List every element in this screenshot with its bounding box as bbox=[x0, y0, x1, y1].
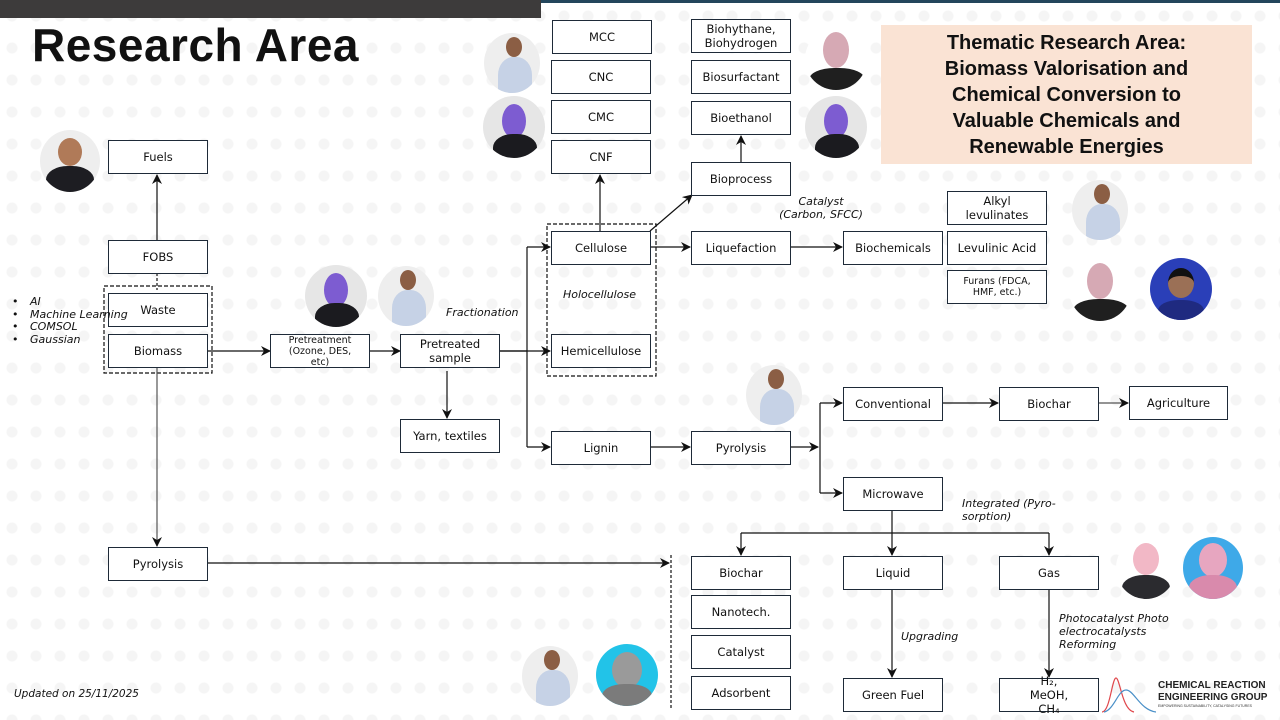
node-h2-meoh-ch4: H₂, MeOH, CH₄ bbox=[999, 674, 1099, 716]
node-adsorbent: Adsorbent bbox=[691, 676, 791, 710]
node-catalyst: Catalyst bbox=[691, 635, 791, 669]
node-alkyl-levulinates: Alkyl levulinates bbox=[947, 191, 1047, 225]
label-photo-text: Photocatalyst Photo electrocatalysts Ref… bbox=[1059, 612, 1169, 651]
node-biochar-top: Biochar bbox=[999, 387, 1099, 421]
logo-name: CHEMICAL REACTION ENGINEERING GROUP bbox=[1158, 680, 1268, 703]
node-green-fuel: Green Fuel bbox=[843, 678, 943, 712]
node-pretreated-sample: Pretreated sample bbox=[400, 334, 500, 368]
node-biosurfactant: Biosurfactant bbox=[691, 60, 791, 94]
node-fobs: FOBS bbox=[108, 240, 208, 274]
label-fractionation: Fractionation bbox=[446, 306, 519, 319]
label-integrated-text: Integrated (Pyro-sorption) bbox=[962, 497, 1056, 523]
label-holocellulose: Holocellulose bbox=[563, 288, 636, 301]
node-liquid: Liquid bbox=[843, 556, 943, 590]
researcher-avatar bbox=[596, 644, 658, 706]
researcher-avatar bbox=[40, 130, 100, 192]
node-pyrolysis-left: Pyrolysis bbox=[108, 547, 208, 581]
header-accent-bar bbox=[541, 0, 1280, 3]
tool-item: Gaussian bbox=[12, 333, 128, 347]
researcher-avatar bbox=[1150, 258, 1212, 320]
researcher-avatar bbox=[378, 266, 434, 326]
bell-curve-icon bbox=[1101, 677, 1156, 713]
node-bioethanol: Bioethanol bbox=[691, 101, 791, 135]
node-yarn: Yarn, textiles bbox=[400, 419, 500, 453]
node-pretreatment: Pretreatment (Ozone, DES, etc) bbox=[270, 334, 370, 368]
node-cmc: CMC bbox=[551, 100, 651, 134]
node-conventional: Conventional bbox=[843, 387, 943, 421]
node-microwave: Microwave bbox=[843, 477, 943, 511]
researcher-avatar bbox=[522, 646, 578, 706]
node-lignin: Lignin bbox=[551, 431, 651, 465]
researcher-avatar bbox=[305, 265, 367, 327]
node-gas: Gas bbox=[999, 556, 1099, 590]
node-liquefaction: Liquefaction bbox=[691, 231, 791, 265]
node-agriculture: Agriculture bbox=[1129, 386, 1228, 420]
page-title: Research Area bbox=[32, 19, 359, 71]
arrow-cellulose-bioprocess bbox=[649, 194, 693, 232]
label-upgrading: Upgrading bbox=[901, 630, 959, 643]
tool-item: COMSOL bbox=[12, 320, 128, 334]
researcher-avatar bbox=[1072, 180, 1128, 240]
logo-tagline: EMPOWERING SUSTAINABILITY, CATALYSING FU… bbox=[1158, 704, 1252, 708]
thematic-area-box: Thematic Research Area: Biomass Valorisa… bbox=[881, 25, 1252, 164]
researcher-avatar bbox=[805, 28, 867, 90]
node-mcc: MCC bbox=[552, 20, 652, 54]
label-catalyst: Catalyst (Carbon, SFCC) bbox=[776, 195, 866, 221]
tool-item: AI bbox=[12, 295, 128, 309]
node-nanotech: Nanotech. bbox=[691, 595, 791, 629]
waste-biomass-group bbox=[103, 285, 213, 374]
node-cellulose: Cellulose bbox=[551, 231, 651, 265]
updated-date: Updated on 25/11/2025 bbox=[14, 688, 139, 700]
researcher-avatar bbox=[1183, 537, 1243, 599]
node-pyrolysis-mid: Pyrolysis bbox=[691, 431, 791, 465]
node-furans: Furans (FDCA, HMF, etc.) bbox=[947, 270, 1047, 304]
researcher-avatar bbox=[805, 96, 867, 158]
holocellulose-group bbox=[546, 223, 657, 377]
node-biochar-bottom: Biochar bbox=[691, 556, 791, 590]
researcher-avatar bbox=[483, 96, 545, 158]
label-catalyst-text: Catalyst (Carbon, SFCC) bbox=[779, 195, 863, 221]
researcher-avatar bbox=[1069, 259, 1131, 321]
header-bar bbox=[0, 0, 541, 18]
node-hemicellulose: Hemicellulose bbox=[551, 334, 651, 368]
node-fuels: Fuels bbox=[108, 140, 208, 174]
node-levulinic-acid: Levulinic Acid bbox=[947, 231, 1047, 265]
node-bioprocess: Bioprocess bbox=[691, 162, 791, 196]
researcher-avatar bbox=[1116, 537, 1176, 599]
tool-item: Machine Learning bbox=[12, 308, 128, 322]
thematic-area-text: Thematic Research Area: Biomass Valorisa… bbox=[944, 31, 1189, 158]
node-biomass: Biomass bbox=[108, 334, 208, 368]
label-photo: Photocatalyst Photo electrocatalysts Ref… bbox=[1059, 612, 1199, 651]
node-cnc: CNC bbox=[551, 60, 651, 94]
researcher-avatar bbox=[484, 33, 540, 93]
node-biochemicals: Biochemicals bbox=[843, 231, 943, 265]
tools-list: AI Machine Learning COMSOL Gaussian bbox=[12, 295, 128, 347]
node-cnf: CNF bbox=[551, 140, 651, 174]
node-biohythane: Biohythane, Biohydrogen bbox=[691, 19, 791, 53]
group-logo: CHEMICAL REACTION ENGINEERING GROUP EMPO… bbox=[1100, 674, 1280, 716]
label-integrated: Integrated (Pyro-sorption) bbox=[962, 497, 1062, 523]
researcher-avatar bbox=[746, 365, 802, 425]
